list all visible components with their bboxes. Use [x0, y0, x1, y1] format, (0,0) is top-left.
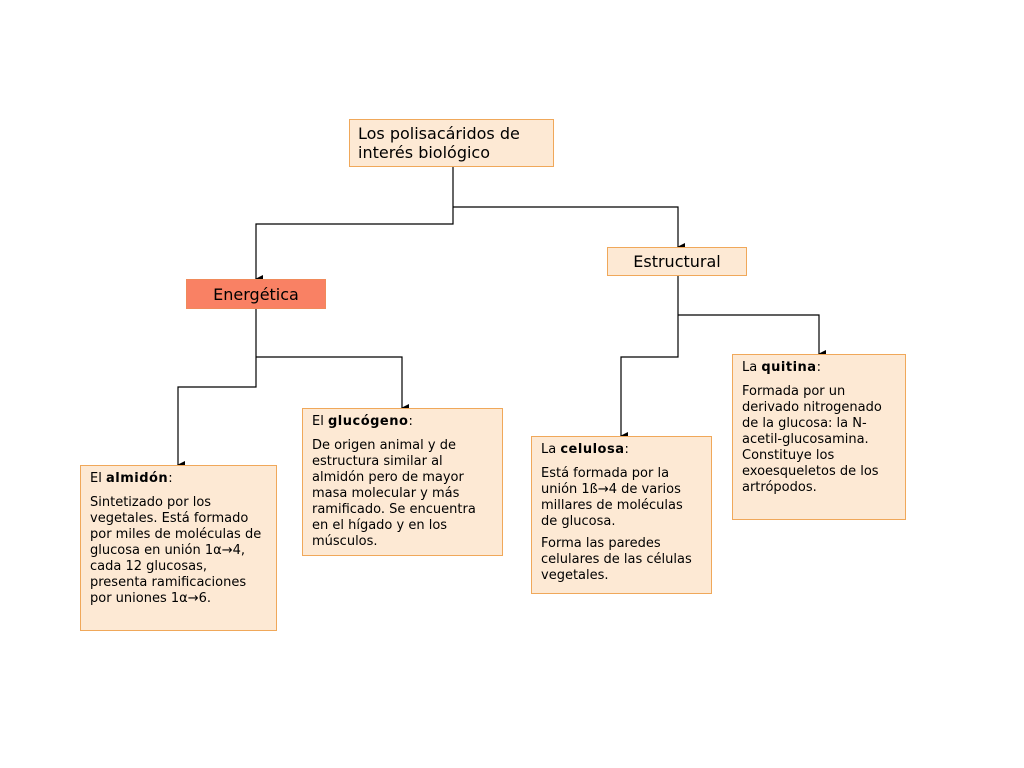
almidon-name: almidón: [105, 471, 169, 486]
celulosa-description-2: Forma las paredes celulares de las célul…: [541, 536, 692, 583]
almidon-heading: El almidón:: [90, 471, 173, 486]
glucogeno-heading: El glucógeno:: [312, 414, 413, 429]
celulosa-heading: La celulosa:: [541, 442, 629, 457]
celulosa-name: celulosa: [560, 442, 625, 457]
root-node: Los polisacáridos de interés biológico: [349, 119, 554, 167]
celulosa-description: Está formada por la unión 1ß→4 de varios…: [541, 466, 683, 529]
estructural-node: Estructural: [607, 247, 747, 276]
almidon-description: Sintetizado por los vegetales. Está form…: [90, 495, 262, 606]
connector-estructural-quitina: [678, 314, 826, 358]
estructural-label: Estructural: [633, 252, 721, 271]
celulosa-node: La celulosa: Está formada por la unión 1…: [531, 436, 712, 594]
glucogeno-node: El glucógeno: De origen animal y de estr…: [302, 408, 503, 556]
root-title: Los polisacáridos de interés biológico: [358, 124, 520, 162]
energetica-node: Energética: [186, 279, 326, 309]
glucogeno-description: De origen animal y de estructura similar…: [312, 438, 476, 549]
connector-root-estructural: [453, 206, 685, 251]
quitina-node: La quitina: Formada por un derivado nitr…: [732, 354, 906, 520]
quitina-heading: La quitina:: [742, 360, 821, 375]
glucogeno-name: glucógeno: [327, 414, 409, 429]
connector-energetica-glucogeno: [256, 356, 409, 412]
quitina-name: quitina: [761, 360, 817, 375]
quitina-description: Formada por un derivado nitrogenado de l…: [742, 384, 882, 495]
energetica-label: Energética: [213, 284, 299, 304]
connector-energetica-almidon: [177, 308, 257, 469]
connector-estructural-celulosa: [620, 276, 679, 440]
almidon-node: El almidón: Sintetizado por los vegetale…: [80, 465, 277, 631]
connector-root-energetica: [255, 166, 454, 283]
